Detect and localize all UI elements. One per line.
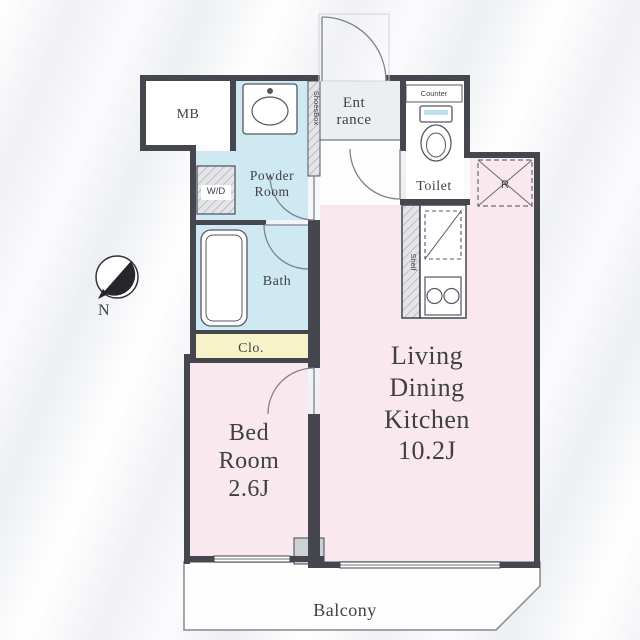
entrance-door-arc <box>321 16 387 82</box>
label-compass-north: N <box>98 302 110 319</box>
sink-icon <box>242 83 298 135</box>
label-bedroom-line2: Room <box>219 448 280 474</box>
bathtub-icon <box>200 229 248 327</box>
wall-segment <box>400 199 470 205</box>
compass-arrowhead <box>98 289 108 299</box>
wall-segment <box>308 414 320 562</box>
kitchen-sink-icon <box>424 210 462 260</box>
room-closet <box>196 334 308 358</box>
wall-segment <box>184 354 190 564</box>
room-ldk-upper <box>470 158 534 205</box>
label-ldk-line3: Kitchen <box>384 405 470 434</box>
wall-segment <box>184 358 308 363</box>
label-shelf: Shelf <box>409 253 418 271</box>
label-ldk-size: 10.2J <box>398 436 456 465</box>
wall-segment <box>190 145 196 360</box>
compass-icon <box>95 255 139 299</box>
label-bedroom-size: 2.6J <box>228 476 269 502</box>
stove-icon <box>424 276 462 316</box>
toilet-icon <box>419 105 453 162</box>
label-balcony: Balcony <box>313 600 377 620</box>
wall-segment <box>464 152 540 158</box>
label-ldk-line2: Dining <box>389 373 464 402</box>
bedroom-door-arc <box>267 367 315 415</box>
powder-door-arc <box>269 175 315 221</box>
doors <box>263 13 401 415</box>
windows <box>213 555 501 569</box>
label-fridge: R <box>501 179 509 191</box>
label-bedroom-line1: Bed <box>229 420 269 446</box>
wall-segment <box>386 75 470 81</box>
wall-segment <box>308 220 320 368</box>
wall-segment <box>140 75 146 151</box>
wall-segment <box>190 220 266 225</box>
bath-door-arc <box>263 224 309 270</box>
wall-segment <box>400 75 406 151</box>
label-bath: Bath <box>263 274 291 289</box>
hallway <box>320 140 400 205</box>
walls <box>140 75 540 568</box>
labels: MB Ent rance ShoesBox Powder Room W/D Co… <box>98 89 509 620</box>
room-bedroom <box>190 363 308 556</box>
label-closet: Clo. <box>238 341 264 356</box>
label-shoes-box: ShoesBox <box>312 91 321 125</box>
wall-segment <box>534 152 540 568</box>
label-ldk-line1: Living <box>391 341 463 370</box>
wall-segment <box>140 145 196 151</box>
kitchen-block <box>401 204 467 319</box>
toilet-door-arc <box>349 148 401 200</box>
label-powder-line2: Room <box>254 184 289 199</box>
entrance-door-frame <box>318 13 390 82</box>
label-wd: W/D <box>207 186 226 197</box>
fridge-space <box>477 159 533 207</box>
wall-segment <box>230 75 236 151</box>
label-entrance-line1: Ent <box>343 95 366 111</box>
label-mb: MB <box>177 107 200 122</box>
room-entrance <box>320 81 400 140</box>
wall-segment <box>464 75 470 158</box>
washer-dryer-box <box>196 165 236 215</box>
label-toilet: Toilet <box>416 179 451 194</box>
room-mb <box>146 81 230 145</box>
wall-segment <box>190 330 308 334</box>
label-counter: Counter <box>421 89 448 98</box>
label-powder-line1: Powder <box>250 168 294 183</box>
label-entrance-line2: rance <box>337 112 372 128</box>
